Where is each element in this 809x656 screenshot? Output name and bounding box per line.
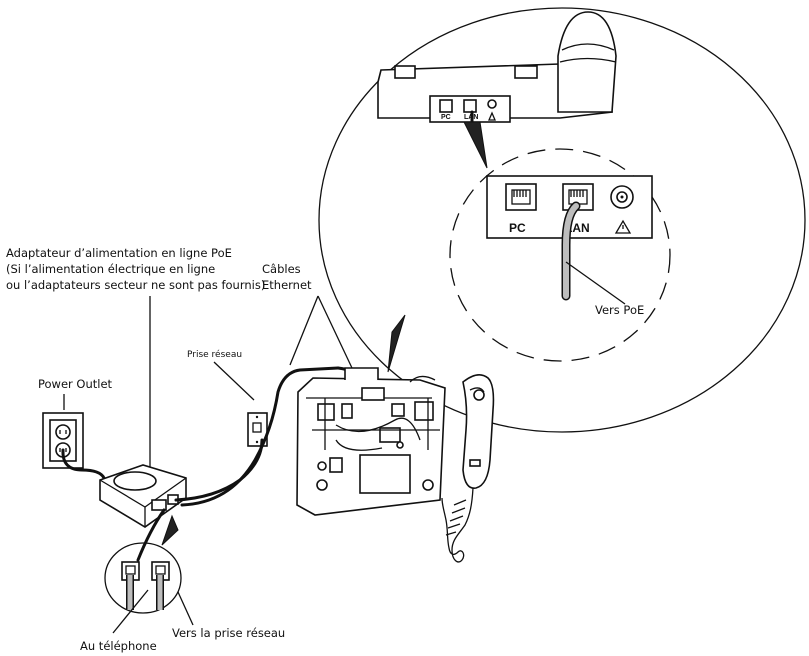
label-to-poe: Vers PoE xyxy=(595,303,644,317)
label-to-network-jack: Vers la prise réseau xyxy=(172,626,285,640)
label-to-phone: Au téléphone xyxy=(80,639,157,653)
label-cables-2: Ethernet xyxy=(262,278,312,292)
phone-rear-view: PC LAN xyxy=(377,11,617,169)
label-poe-adapter-2: (Si l’alimentation électrique en ligne xyxy=(6,262,215,276)
ethernet-port-icon xyxy=(151,499,167,511)
port-closeup: PC LAN xyxy=(449,148,671,362)
ethernet-port-icon xyxy=(463,99,477,113)
handset xyxy=(441,374,495,563)
label-cables-1: Câbles xyxy=(262,262,301,276)
wall-network-jack xyxy=(247,412,268,447)
label-power-outlet: Power Outlet xyxy=(38,377,113,391)
ethernet-port-icon xyxy=(439,99,453,113)
warning-triangle-icon xyxy=(614,219,632,234)
zoom-ellipse xyxy=(318,7,806,433)
label-network-jack: Prise réseau xyxy=(187,349,242,360)
phone-base xyxy=(296,367,446,516)
port-label-pc: PC xyxy=(509,221,526,235)
label-poe-adapter-1: Adaptateur d’alimentation en ligne PoE xyxy=(6,246,232,260)
label-poe-adapter-3: ou l’adaptateurs secteur ne sont pas fou… xyxy=(6,278,265,292)
power-jack-icon xyxy=(487,99,497,109)
warning-triangle-icon xyxy=(488,111,496,121)
port-label-pc-small: PC xyxy=(441,114,451,121)
pc-port xyxy=(505,183,537,211)
adapter-ports-closeup xyxy=(104,542,182,614)
